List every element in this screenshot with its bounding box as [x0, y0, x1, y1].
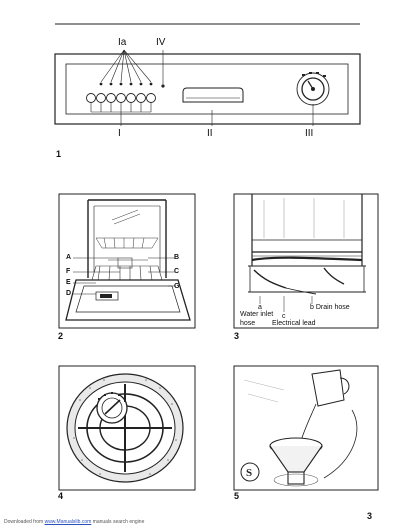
- label-iv: IV: [156, 37, 165, 48]
- figure-number-5: 5: [234, 491, 239, 501]
- figure-number-4: 4: [58, 491, 63, 501]
- control-panel-drawing: [0, 0, 408, 170]
- label-iii: III: [305, 128, 313, 139]
- dispenser-dial-drawing: [0, 360, 204, 510]
- figure-3: a Water inlet hose b Drain hose c Electr…: [204, 180, 408, 350]
- caption-hose: hose: [240, 320, 255, 328]
- label-ia: Ia: [118, 37, 126, 48]
- callout-f: F: [66, 268, 70, 275]
- figure-number-2: 2: [58, 331, 63, 341]
- callout-e: E: [66, 279, 71, 286]
- label-ii: II: [207, 128, 213, 139]
- callout-c: C: [174, 268, 179, 275]
- caption-electrical-lead: Electrical lead: [272, 320, 316, 328]
- caption-b-drain-hose: b Drain hose: [310, 304, 350, 312]
- callout-b: B: [174, 254, 179, 261]
- footer-link[interactable]: www.Manualslib.com: [45, 519, 92, 525]
- salt-funnel-drawing: S: [204, 360, 408, 510]
- svg-text:S: S: [246, 467, 252, 479]
- caption-water-inlet: Water inlet: [240, 311, 273, 319]
- figure-2: A B F C E G D 2: [0, 180, 204, 350]
- footer-download-note: Downloaded from www.Manualslib.com manua…: [4, 519, 144, 525]
- figure-4: 4: [0, 360, 204, 510]
- figure-1: Ia IV I II III 1: [0, 0, 408, 170]
- page-number: 3: [367, 511, 372, 521]
- callout-a: A: [66, 254, 71, 261]
- callout-g: G: [174, 283, 179, 290]
- label-i: I: [118, 128, 121, 139]
- footer-suffix: manuals search engine: [93, 519, 145, 525]
- figure-number-1: 1: [56, 149, 61, 159]
- callout-d: D: [66, 290, 71, 297]
- figure-number-3: 3: [234, 331, 239, 341]
- dishwasher-open-drawing: [0, 180, 204, 350]
- figure-5: S 5: [204, 360, 408, 510]
- footer-prefix: Downloaded from: [4, 519, 43, 525]
